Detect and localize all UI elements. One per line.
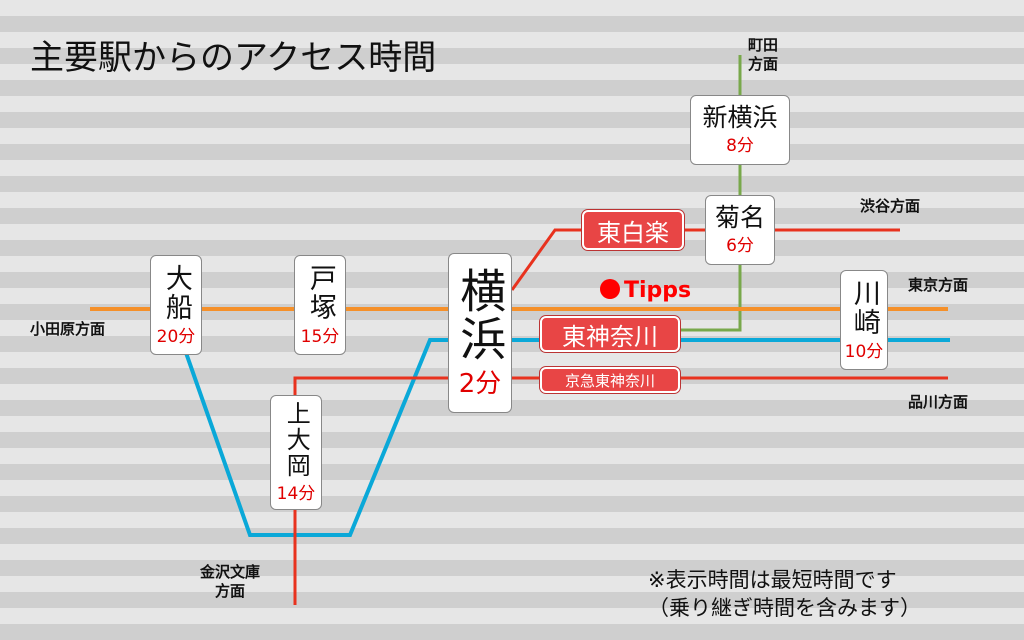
footnote: ※表示時間は最短時間です （乗り継ぎ時間を含みます） [648, 566, 921, 622]
station-name: 上大岡 [282, 401, 311, 479]
station-shin-yokohama: 新横浜 8分 [690, 95, 790, 165]
station-name: 菊名 [714, 202, 765, 232]
station-time: 10分 [844, 341, 884, 362]
station-kamiooka: 上大岡 14分 [270, 395, 322, 510]
tipps-label: Tipps [624, 278, 692, 303]
station-totsuka: 戸塚 15分 [294, 255, 346, 355]
location-dot-icon [600, 279, 620, 299]
station-yokohama: 横浜 2分 [448, 253, 512, 413]
station-ofuna: 大船 20分 [150, 255, 202, 355]
tipps-marker: Tipps [600, 278, 691, 303]
direction-shibuya: 渋谷方面 [860, 197, 921, 215]
station-name: 横浜 [453, 266, 508, 363]
station-time: 14分 [276, 484, 316, 504]
label-higashi-kanagawa: 東神奈川 [540, 316, 680, 352]
footnote-line2: （乗り継ぎ時間を含みます） [648, 596, 921, 620]
label-higashi-hakuraku: 東白楽 [582, 210, 684, 250]
station-name: 川崎 [848, 278, 880, 337]
footnote-line1: ※表示時間は最短時間です [648, 568, 897, 592]
direction-kanazawa-bunko: 金沢文庫 方面 [200, 563, 260, 601]
station-name: 大船 [160, 263, 192, 322]
page-title: 主要駅からのアクセス時間 [30, 38, 437, 78]
direction-tokyo: 東京方面 [908, 276, 969, 294]
direction-machida-line1: 町田 [748, 36, 779, 54]
direction-machida: 町田 方面 [748, 36, 778, 74]
station-kikuna: 菊名 6分 [705, 195, 775, 265]
red-line-lower [293, 376, 948, 605]
station-time: 15分 [300, 326, 340, 347]
station-name: 新横浜 [702, 102, 778, 132]
station-kawasaki: 川崎 10分 [840, 270, 888, 370]
direction-kanazawa-bunko-line2: 方面 [215, 582, 246, 600]
station-time: 6分 [726, 236, 754, 257]
station-time: 2分 [458, 368, 502, 399]
direction-shinagawa: 品川方面 [908, 393, 969, 411]
label-keikyu-higashi-kanagawa: 京急東神奈川 [540, 367, 680, 393]
red-line-upper [510, 228, 900, 291]
station-time: 20分 [156, 326, 196, 347]
direction-odawara: 小田原方面 [30, 320, 106, 338]
direction-machida-line2: 方面 [748, 55, 779, 73]
station-time: 8分 [726, 136, 754, 157]
direction-kanazawa-bunko-line1: 金沢文庫 [200, 563, 261, 581]
station-name: 戸塚 [304, 263, 336, 322]
